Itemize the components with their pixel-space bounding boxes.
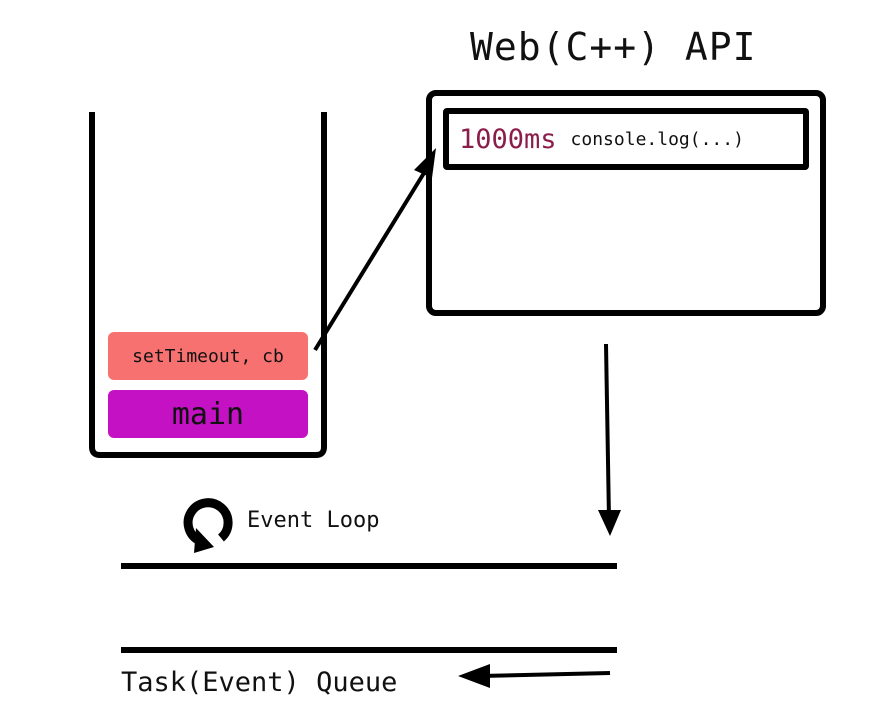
refresh-loop-icon xyxy=(183,498,233,553)
stack-frame-main: main xyxy=(108,390,308,438)
timer-delay: 1000ms xyxy=(459,123,557,155)
arrow-to-web-api xyxy=(313,158,434,352)
arrow-into-queue-head xyxy=(458,664,490,688)
arrow-into-queue xyxy=(479,671,611,678)
arrow-down-to-queue xyxy=(604,343,611,521)
task-queue-label: Task(Event) Queue xyxy=(121,667,398,698)
event-loop-label: Event Loop xyxy=(247,508,380,533)
web-api-title: Web(C++) API xyxy=(470,25,757,69)
call-stack-container xyxy=(89,112,327,458)
web-api-box xyxy=(426,90,826,316)
arrow-down-to-queue-head xyxy=(598,510,621,536)
timer-entry: 1000ms console.log(...) xyxy=(443,108,809,170)
timer-callback: console.log(...) xyxy=(570,128,744,150)
stack-frame-settimeout: setTimeout, cb xyxy=(108,332,308,380)
